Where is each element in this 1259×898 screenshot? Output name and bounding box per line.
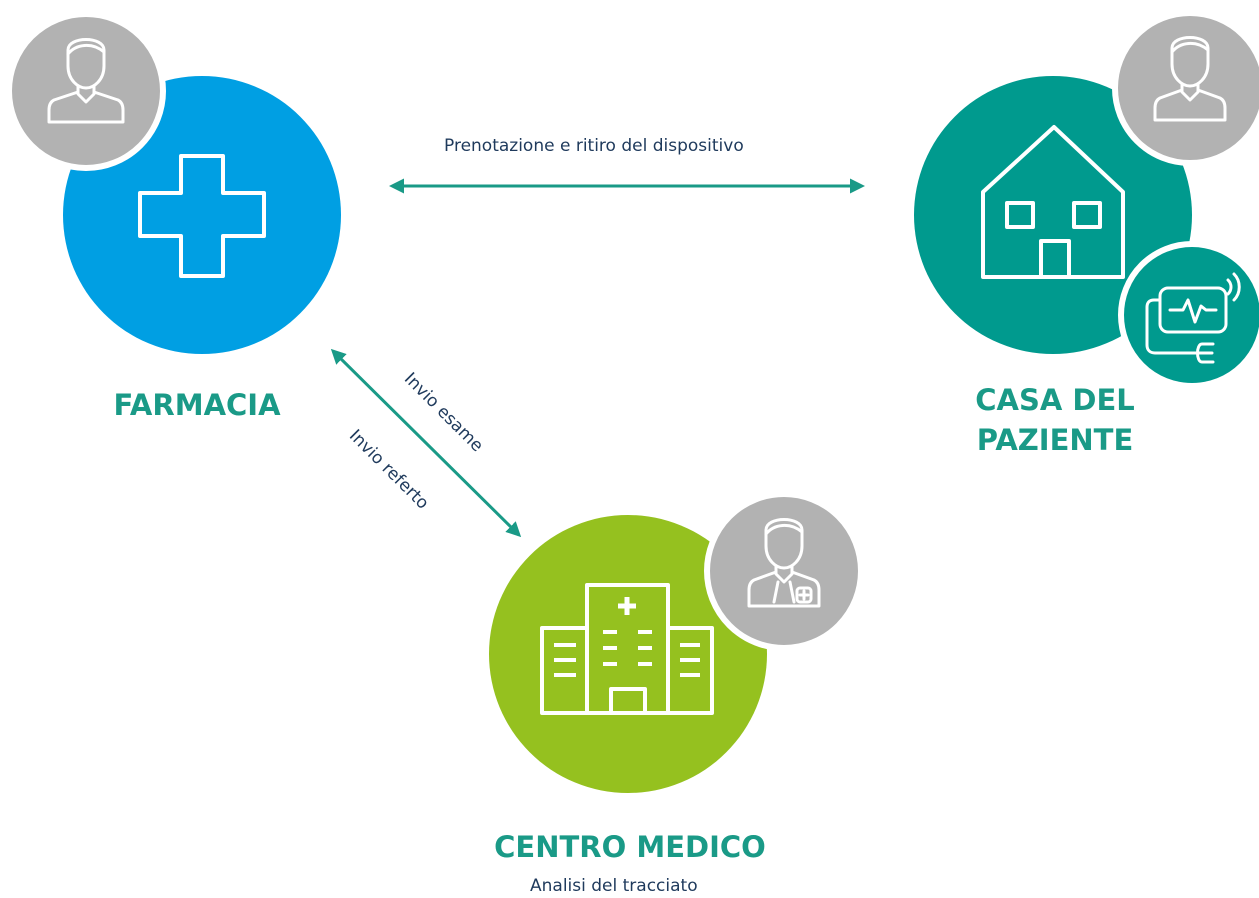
home-title-line2: PAZIENTE: [976, 423, 1134, 457]
doctor-avatar: [704, 491, 864, 651]
pharmacy-cross-icon: [138, 154, 266, 278]
pharmacy-title: FARMACIA: [113, 388, 281, 422]
pharmacy-node: [6, 11, 341, 354]
medical-center-node: [489, 491, 864, 793]
house-icon: [981, 125, 1125, 279]
pharmacist-avatar: [6, 11, 166, 171]
hospital-building-icon: [540, 583, 714, 715]
ecg-monitor-device-icon: [1145, 272, 1241, 364]
doctor-avatar-icon: [747, 518, 821, 608]
home-title: CASA DEL PAZIENTE: [950, 380, 1160, 460]
flow-label-pharmacy-home: Prenotazione e ritiro del dispositivo: [444, 136, 744, 156]
medical-center-title: CENTRO MEDICO: [494, 830, 766, 864]
ecg-device-badge: [1118, 241, 1259, 389]
medical-center-subtitle: Analisi del tracciato: [530, 876, 698, 896]
user-avatar-icon: [47, 38, 125, 124]
medical-center-circle: [489, 515, 767, 793]
home-circle: [914, 76, 1192, 354]
home-title-line1: CASA DEL: [975, 383, 1135, 417]
home-node: [914, 10, 1259, 389]
patient-avatar: [1112, 10, 1259, 166]
arrow-pharmacy-medical-center: [330, 348, 522, 538]
user-avatar-icon: [1153, 36, 1227, 122]
